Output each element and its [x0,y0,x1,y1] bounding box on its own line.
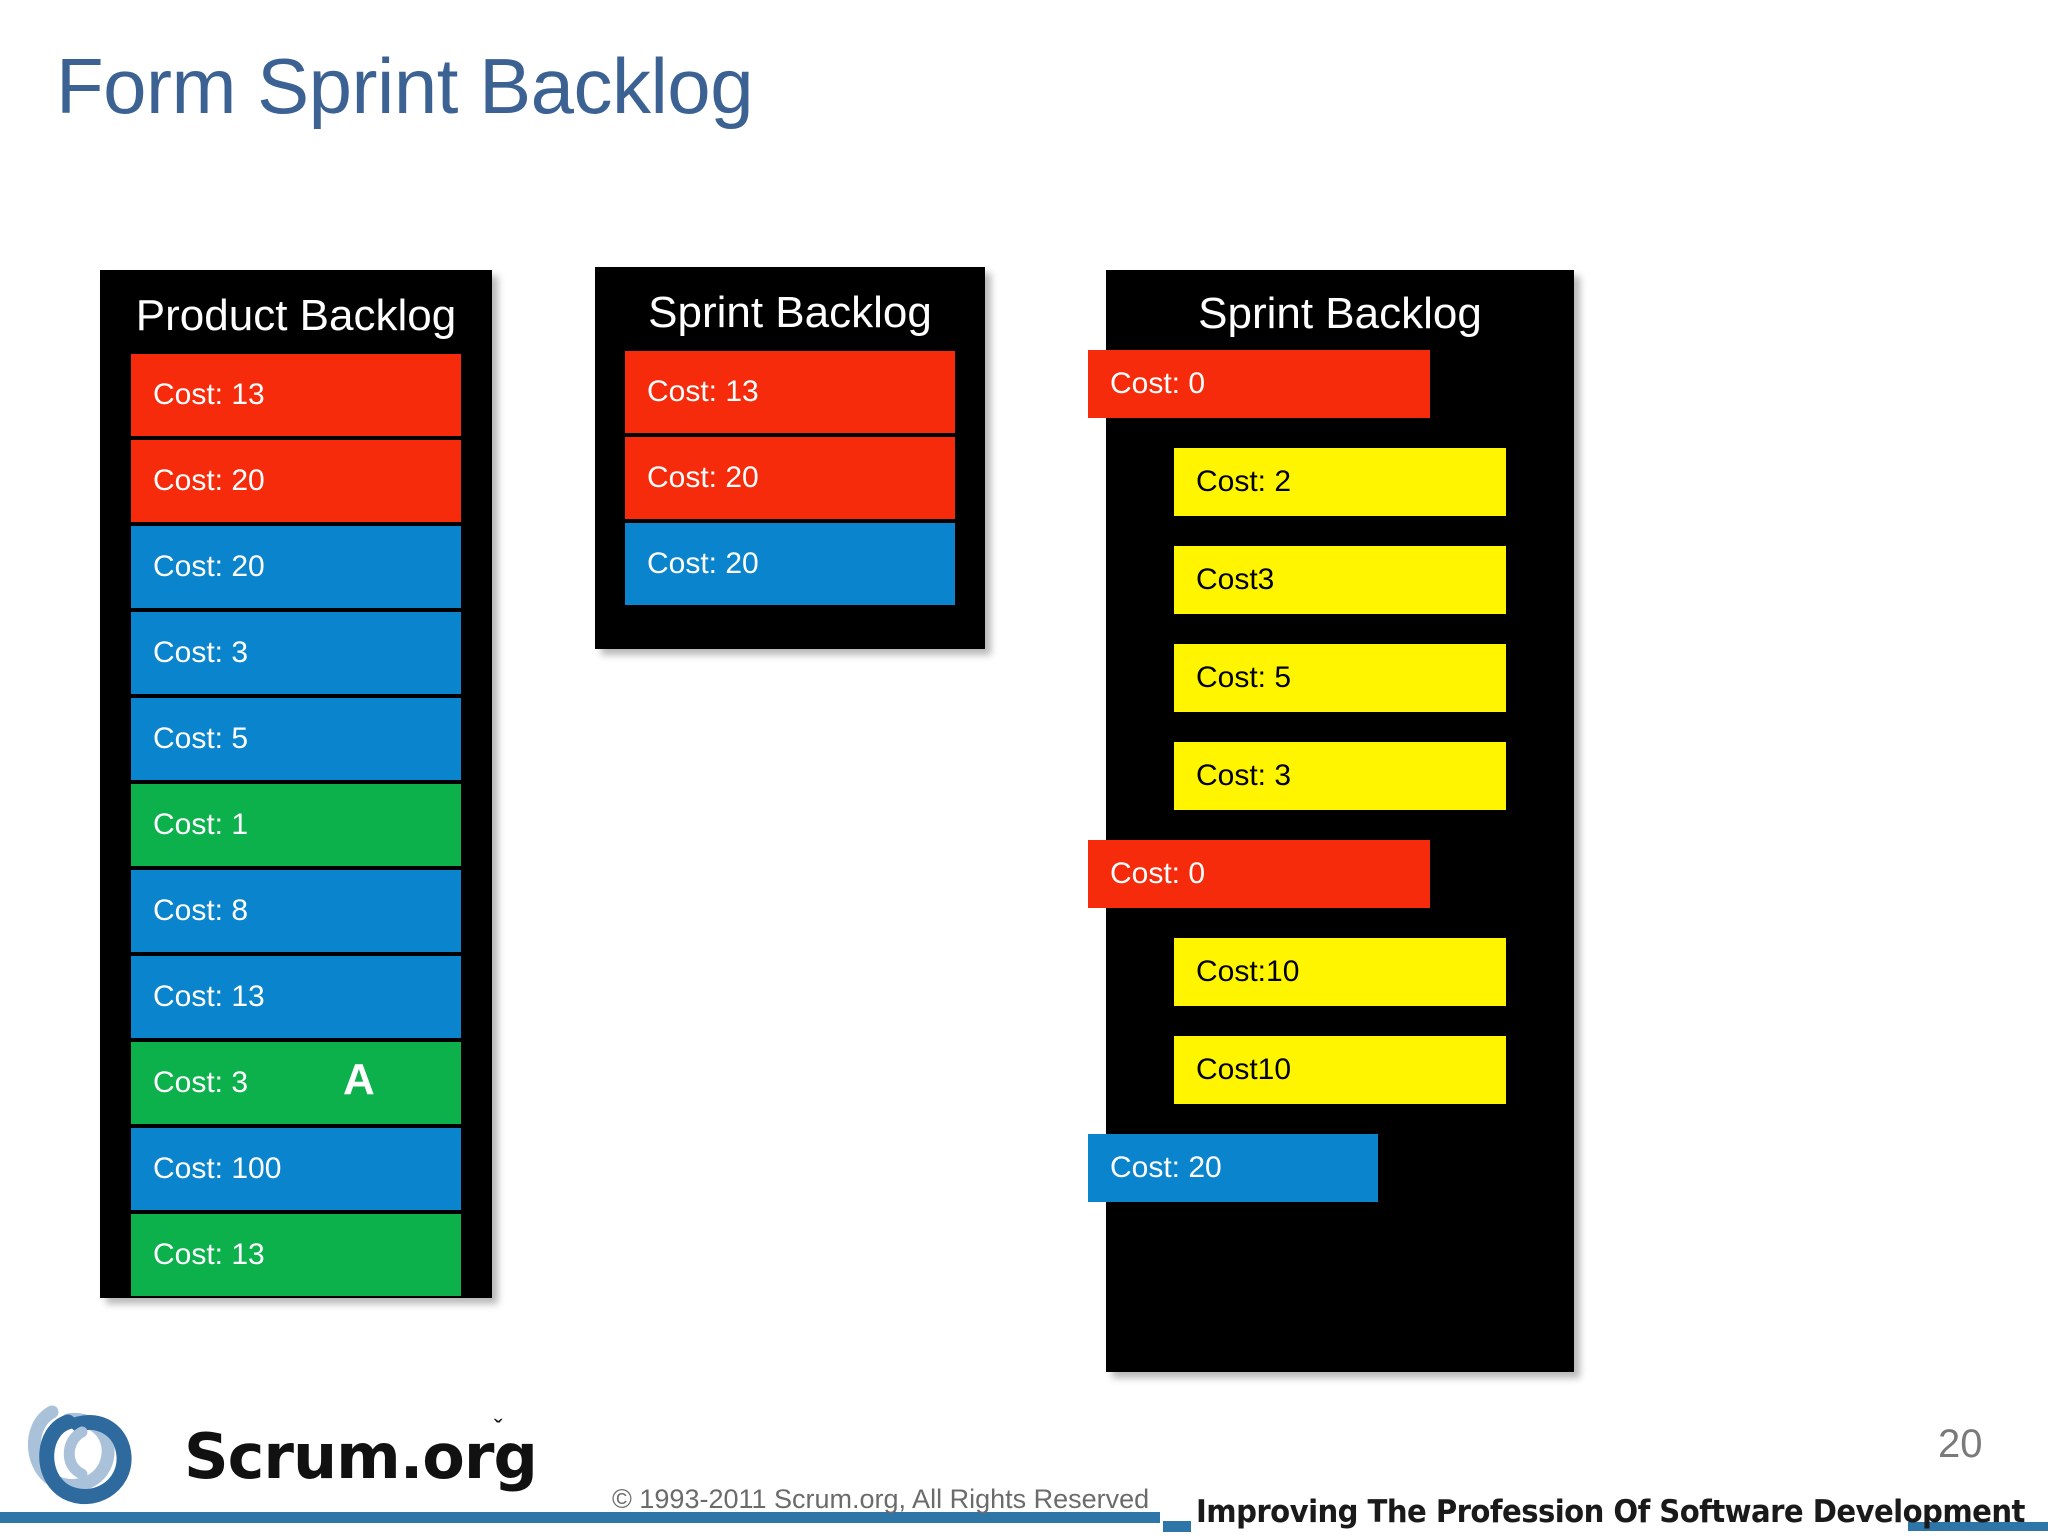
backlog-item-tag: A [343,1055,375,1104]
product-backlog-heading: Product Backlog [135,291,457,340]
product-backlog-item-list: Cost: 13 Cost: 20 Cost: 20 Cost: 3 Cost: 5 Co… [100,354,492,1296]
page-number: 20 [1938,1422,1983,1466]
sprint-backlog-summary-heading: Sprint Backlog [648,288,932,337]
sprint-task-label: Cost3 [1196,563,1275,596]
backlog-item-label: Cost: 20 [153,464,265,497]
sprint-backlog-summary-panel: Sprint Backlog Cost: 13 Cost: 20 Cost: 20 [595,267,985,649]
scrum-logo: Scrum.org ˇ [16,1396,538,1516]
sprint-task-card[interactable]: Cost: 5 [1174,644,1506,712]
backlog-item-card[interactable]: Cost: 20 [131,526,461,608]
sprint-task-label: Cost: 0 [1110,857,1206,890]
backlog-item-card[interactable]: Cost: 13 [131,1214,461,1296]
backlog-item-card[interactable]: Cost: 1 [131,784,461,866]
backlog-item-label: Cost: 3 [153,1066,249,1099]
sprint-task-label: Cost:10 [1196,955,1300,988]
backlog-item-label: Cost: 13 [153,980,265,1013]
backlog-item-label: Cost: 20 [647,461,759,494]
sprint-task-card[interactable]: Cost: 2 [1174,448,1506,516]
backlog-item-card[interactable]: Cost: 3 [131,612,461,694]
sprint-task-label: Cost10 [1196,1053,1292,1086]
backlog-item-label: Cost: 20 [153,550,265,583]
trademark-icon: ˇ [494,1414,503,1444]
sprint-task-label: Cost: 0 [1110,367,1206,400]
backlog-item-card[interactable]: Cost: 20 [625,523,955,605]
footer-dash-left [1163,1521,1191,1532]
backlog-item-card[interactable]: Cost: 20 [131,440,461,522]
sprint-backlog-tasks-heading: Sprint Backlog [1198,289,1482,338]
sprint-task-card[interactable]: Cost: 0 [1088,350,1430,418]
sprint-task-card[interactable]: Cost: 3 [1174,742,1506,810]
sprint-task-label: Cost: 20 [1110,1151,1222,1184]
backlog-item-label: Cost: 13 [153,1238,265,1271]
backlog-item-card[interactable]: Cost: 20 [625,437,955,519]
backlog-item-label: Cost: 8 [153,894,249,927]
sprint-task-card[interactable]: Cost: 0 [1088,840,1430,908]
scrum-wordmark: Scrum.org [184,1420,538,1493]
backlog-item-label: Cost: 13 [647,375,759,408]
backlog-item-card[interactable]: Cost: 8 [131,870,461,952]
sprint-task-card[interactable]: Cost10 [1174,1036,1506,1104]
sprint-task-label: Cost: 3 [1196,759,1292,792]
backlog-item-label: Cost: 1 [153,808,249,841]
backlog-item-label: Cost: 100 [153,1152,282,1185]
backlog-item-card[interactable]: Cost: 100 [131,1128,461,1210]
footer-dash-right [1908,1522,2048,1531]
footer-rule-left [0,1512,1160,1523]
product-backlog-panel: Product Backlog Cost: 13 Cost: 20 Cost: 20… [100,270,492,1298]
backlog-item-label: Cost: 5 [153,722,249,755]
backlog-item-card[interactable]: Cost: 13 [625,351,955,433]
tagline-text: Improving The Profession Of Software Dev… [1196,1494,2025,1530]
scrum-circle-icon [27,1405,132,1505]
copyright-text: © 1993-2011 Scrum.org, All Rights Reserv… [612,1484,1150,1514]
backlog-item-card[interactable]: Cost: 5 [131,698,461,780]
backlog-item-label: Cost: 13 [153,378,265,411]
sprint-task-card[interactable]: Cost:10 [1174,938,1506,1006]
sprint-backlog-summary-item-list: Cost: 13 Cost: 20 Cost: 20 [595,351,985,605]
backlog-item-label: Cost: 3 [153,636,249,669]
sprint-task-label: Cost: 5 [1196,661,1292,694]
backlog-item-label: Cost: 20 [647,547,759,580]
backlog-item-card[interactable]: Cost: 13 [131,354,461,436]
sprint-task-card[interactable]: Cost3 [1174,546,1506,614]
backlog-item-card[interactable]: Cost: 3 A [131,1042,461,1124]
backlog-item-card[interactable]: Cost: 13 [131,956,461,1038]
page-title: Form Sprint Backlog [56,42,754,130]
sprint-task-card[interactable]: Cost: 20 [1088,1134,1378,1202]
sprint-task-label: Cost: 2 [1196,465,1292,498]
